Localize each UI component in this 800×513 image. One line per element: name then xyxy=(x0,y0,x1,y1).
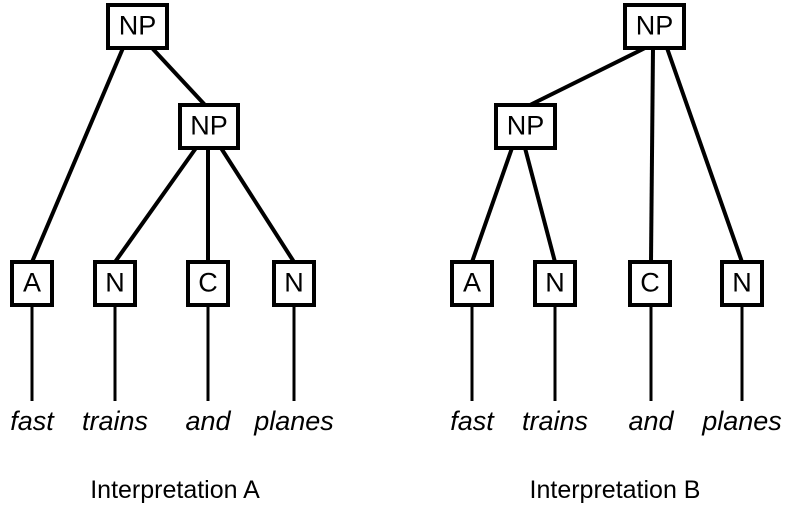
node-box-np[interactable] xyxy=(178,103,240,150)
word-label: and xyxy=(185,406,231,436)
node-box-a[interactable] xyxy=(450,260,494,307)
node-box-a[interactable] xyxy=(10,260,54,307)
node-label: NP xyxy=(190,111,228,141)
node-label: A xyxy=(463,268,481,298)
branch-line xyxy=(30,47,125,263)
branch-line xyxy=(113,146,198,264)
word-label: trains xyxy=(82,406,148,436)
branch-line xyxy=(649,47,655,263)
word-label: and xyxy=(628,406,674,436)
node-label: N xyxy=(732,268,752,298)
branch-line xyxy=(219,146,296,264)
tree-caption: Interpretation A xyxy=(90,476,260,504)
node-label: NP xyxy=(119,11,157,41)
word-label: planes xyxy=(253,406,334,436)
node-label: N xyxy=(105,268,125,298)
node-label: N xyxy=(284,268,304,298)
word-label: planes xyxy=(701,406,782,436)
branch-line xyxy=(529,46,646,107)
branch-line xyxy=(665,47,744,263)
node-box-np[interactable] xyxy=(623,3,686,50)
node-box-c[interactable] xyxy=(628,260,672,307)
node-box-n[interactable] xyxy=(533,260,577,307)
node-box-np[interactable] xyxy=(106,3,169,50)
node-box-np[interactable] xyxy=(494,103,557,150)
node-box-n[interactable] xyxy=(93,260,137,307)
node-label: A xyxy=(23,268,41,298)
node-label: NP xyxy=(636,11,674,41)
branch-line xyxy=(470,147,514,263)
node-label: C xyxy=(640,268,660,298)
branch-line xyxy=(523,147,557,263)
node-box-n[interactable] xyxy=(272,260,316,307)
word-label: trains xyxy=(522,406,588,436)
node-label: C xyxy=(198,268,218,298)
word-label: fast xyxy=(450,406,495,436)
node-box-c[interactable] xyxy=(186,260,230,307)
tree-caption: Interpretation B xyxy=(530,476,701,504)
node-label: N xyxy=(545,268,565,298)
branch-line xyxy=(150,46,207,107)
node-box-n[interactable] xyxy=(720,260,764,307)
word-label: fast xyxy=(10,406,55,436)
node-label: NP xyxy=(507,111,545,141)
